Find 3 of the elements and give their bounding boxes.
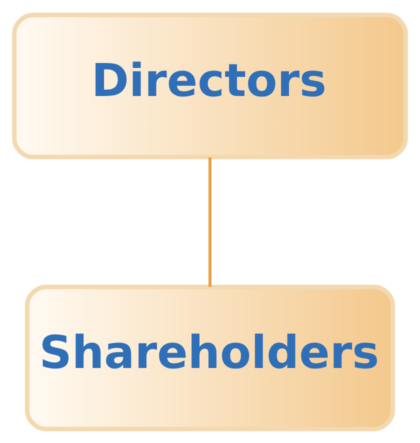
node-box: Shareholders xyxy=(24,284,396,431)
node-box: Directors xyxy=(12,12,408,159)
connector xyxy=(208,157,212,286)
